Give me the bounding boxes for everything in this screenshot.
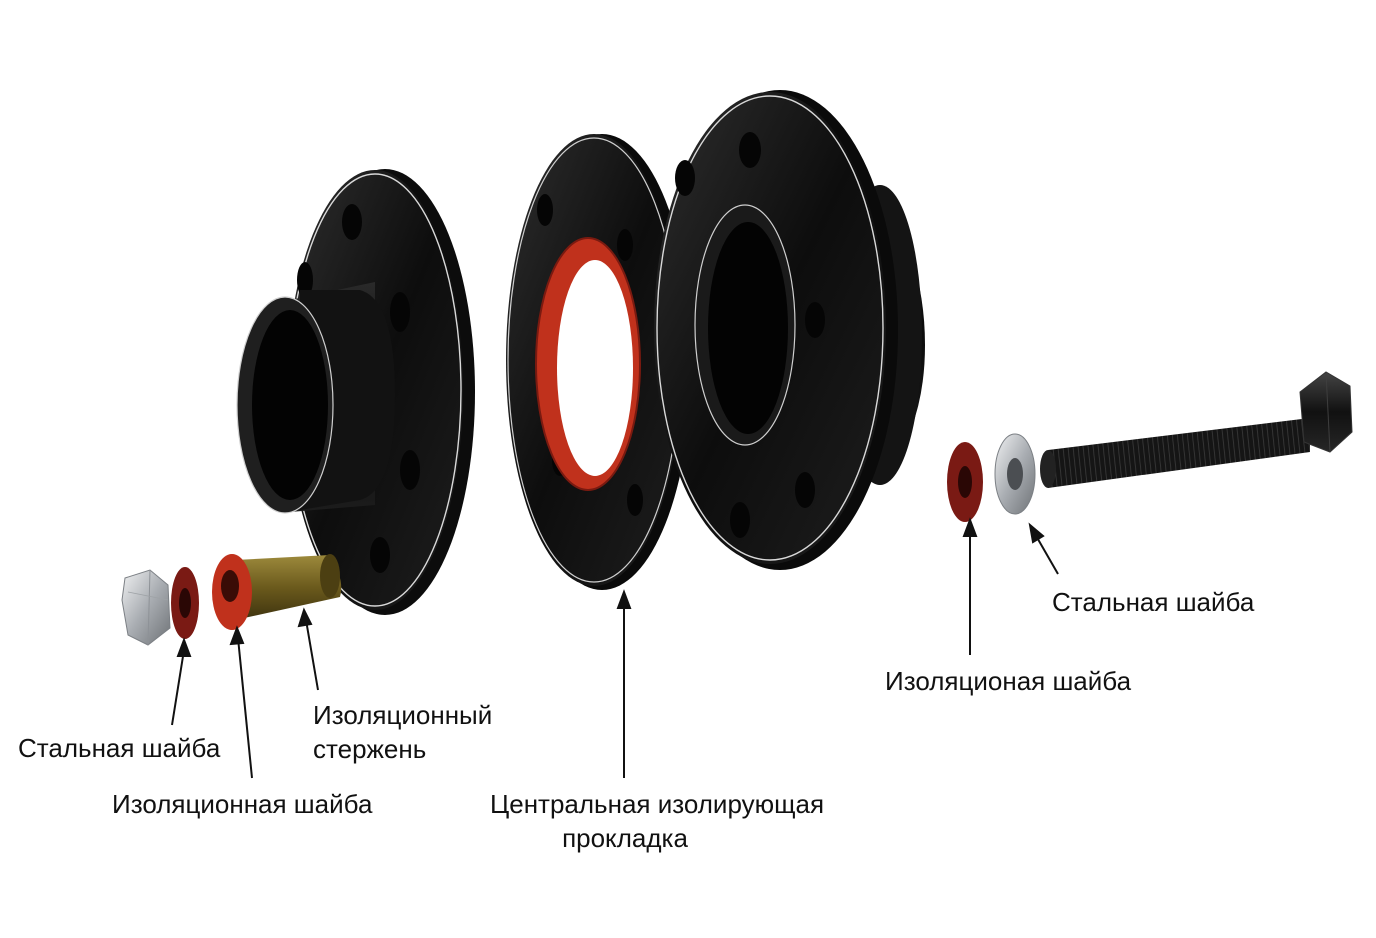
leader-insulating-rod [305, 619, 319, 691]
label-text: Стальная шайба [18, 733, 221, 763]
bolt-hole [805, 302, 825, 338]
bolt-hole [297, 262, 313, 298]
label-text-line-1: Центральная изолирующая [490, 789, 825, 819]
leader-lines [171, 517, 1059, 779]
hex-bolt-icon [1040, 371, 1353, 488]
label-text: Стальная шайба [1052, 587, 1255, 617]
bolt-hole [370, 537, 390, 573]
bolt-hole [400, 450, 420, 490]
bolt-hole [795, 472, 815, 508]
label-text: Изоляционая шайба [885, 666, 1132, 696]
label-steel-washer-right: Стальная шайба [1052, 585, 1254, 619]
steel-washer-right-icon [994, 433, 1036, 515]
leader-steel-washer-right [1034, 533, 1059, 575]
central-insulating-gasket-icon [506, 134, 692, 590]
label-text-line-2: стержень [313, 734, 427, 764]
label-text: Изоляционная шайба [112, 789, 373, 819]
leader-steel-washer-left [171, 649, 185, 726]
label-central-gasket: Центральная изолирующая прокладка [490, 787, 825, 855]
left-weld-neck-flange-icon [236, 169, 475, 615]
label-insulating-rod: Изоляционный стержень [313, 698, 492, 766]
label-text-line-1: Изоляционный [313, 700, 493, 730]
bolt-hole [730, 502, 750, 538]
leader-insulating-washer-left [237, 637, 253, 779]
bolt-hole [627, 484, 643, 516]
bolt-hole [342, 204, 362, 240]
right-weld-neck-flange-icon [654, 90, 925, 570]
bolt-hole [675, 160, 695, 196]
label-insulating-washer-left: Изоляционная шайба [112, 787, 372, 821]
insulating-rod-sleeve-icon [212, 554, 342, 630]
hex-nut-icon [121, 569, 171, 646]
insulating-washer-right-icon [947, 442, 983, 522]
insulating-washer-left-icon [171, 567, 199, 639]
label-steel-washer-left: Стальная шайба [18, 731, 220, 765]
bolt-hole [739, 132, 761, 168]
bolt-hole [537, 194, 553, 226]
bolt-hole [617, 229, 633, 261]
label-text-line-2: прокладка [562, 823, 688, 853]
bolt-hole [390, 292, 410, 332]
label-insulating-washer-right: Изоляционая шайба [885, 664, 1131, 698]
